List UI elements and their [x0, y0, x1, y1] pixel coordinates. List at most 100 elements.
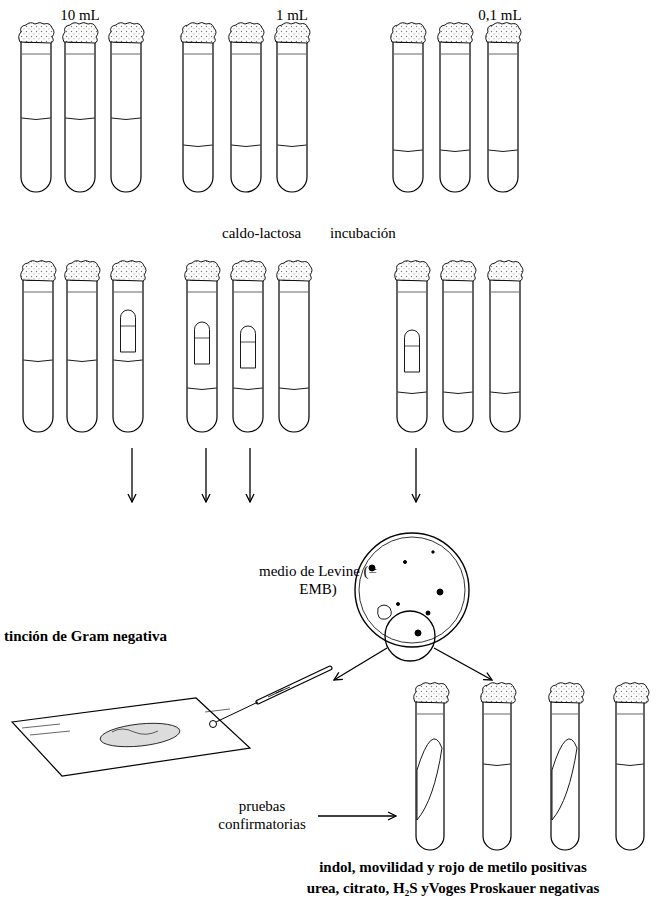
tube-stroke [552, 714, 578, 715]
cotton-plug [414, 683, 449, 704]
liquid-level [188, 388, 217, 390]
tube-stroke [490, 278, 520, 432]
gas-bubble [195, 338, 210, 339]
test-tube [395, 261, 430, 433]
tube-stroke [231, 40, 261, 192]
tube-stroke [488, 40, 518, 192]
microscope-slide [12, 668, 330, 776]
cotton-plug [549, 683, 584, 704]
cotton-plug [277, 261, 312, 282]
liquid-level [234, 388, 263, 390]
gas-bubble [121, 326, 136, 327]
tube-stroke [66, 54, 94, 55]
tube-stroke [616, 700, 644, 850]
cotton-plug [275, 23, 310, 44]
cotton-plug [229, 23, 264, 44]
tube-stroke [183, 40, 213, 192]
tube-stroke [113, 278, 143, 432]
tube-stroke [440, 40, 470, 192]
arrow [131, 448, 132, 502]
cotton-plug [481, 683, 516, 704]
tube-stroke [23, 278, 53, 432]
test-tube [488, 261, 523, 433]
test-tube [549, 683, 584, 851]
tube-stroke [444, 292, 472, 293]
volume-label: 1 mL [276, 6, 308, 24]
arrow [415, 448, 416, 502]
arrow [249, 448, 250, 502]
cotton-plug [181, 23, 216, 44]
cotton-plug [21, 261, 56, 282]
test-tube [19, 23, 54, 193]
durham-tube [195, 322, 210, 364]
test-tube [414, 683, 449, 851]
medium-label: caldo-lactosa [222, 224, 301, 242]
tube-stroke [68, 292, 96, 293]
flow-arrows [132, 448, 492, 816]
tube-stroke [483, 700, 511, 850]
liquid-level [68, 360, 97, 362]
tube-stroke [234, 292, 262, 293]
liquid-level [184, 145, 213, 147]
cotton-plug [391, 23, 426, 44]
tube-stroke [232, 54, 260, 55]
liquid-level [398, 392, 427, 394]
volume-label: 0,1 mL [478, 6, 521, 24]
cotton-plug [65, 261, 100, 282]
tube-stroke [114, 292, 142, 293]
tube-stroke [233, 278, 263, 432]
tube-stroke [65, 40, 95, 192]
test-tube [277, 261, 312, 433]
liquid-level [394, 150, 423, 152]
liquid-level [112, 118, 141, 120]
liquid-level [278, 145, 307, 147]
durham-tube [405, 330, 420, 372]
test-tube [486, 23, 521, 193]
test-tube [63, 23, 98, 193]
test-tube [111, 261, 146, 433]
liquid-level [232, 145, 261, 147]
test-tube [481, 683, 516, 851]
arrow [334, 648, 387, 680]
tube-stroke [398, 292, 426, 293]
test-tube [185, 261, 220, 433]
tube-stroke [416, 700, 444, 850]
agar-slant [552, 739, 577, 820]
tube-stroke [24, 292, 52, 293]
tube-stroke [67, 278, 97, 432]
tube-stroke [397, 278, 427, 432]
tube-stroke [277, 40, 307, 192]
tube-stroke [21, 40, 51, 192]
test-tube [231, 261, 266, 433]
cotton-plug [395, 261, 430, 282]
step-label: pruebas confirmatorias [206, 797, 318, 833]
test-tube [229, 23, 264, 193]
tube-stroke [441, 54, 469, 55]
liquid-level [484, 764, 511, 766]
arrow [434, 648, 492, 680]
tube-stroke [280, 292, 308, 293]
liquid-level [441, 150, 470, 152]
test-tube [275, 23, 310, 193]
liquid-level [24, 360, 53, 362]
tube-stroke [278, 54, 306, 55]
gas-bubble [405, 346, 420, 347]
cotton-plug [185, 261, 220, 282]
test-tube [109, 23, 144, 193]
tube-stroke [491, 292, 519, 293]
result-label: indol, movilidad y rojo de metilo positi… [319, 858, 587, 876]
gas-bubble [241, 342, 256, 343]
stain-label: tinción de Gram negativa [4, 627, 167, 645]
tube-stroke [22, 54, 50, 55]
result-label: urea, citrato, H₂S yVoges Proskauer nega… [307, 879, 600, 897]
arrow [205, 448, 206, 502]
liquid-level [280, 388, 309, 390]
liquid-level [444, 392, 473, 394]
tube-stroke [112, 54, 140, 55]
tube-stroke [617, 714, 643, 715]
liquid-level [491, 392, 520, 394]
test-tube [65, 261, 100, 433]
liquid-level [489, 150, 518, 152]
step-label: incubación [330, 224, 396, 242]
